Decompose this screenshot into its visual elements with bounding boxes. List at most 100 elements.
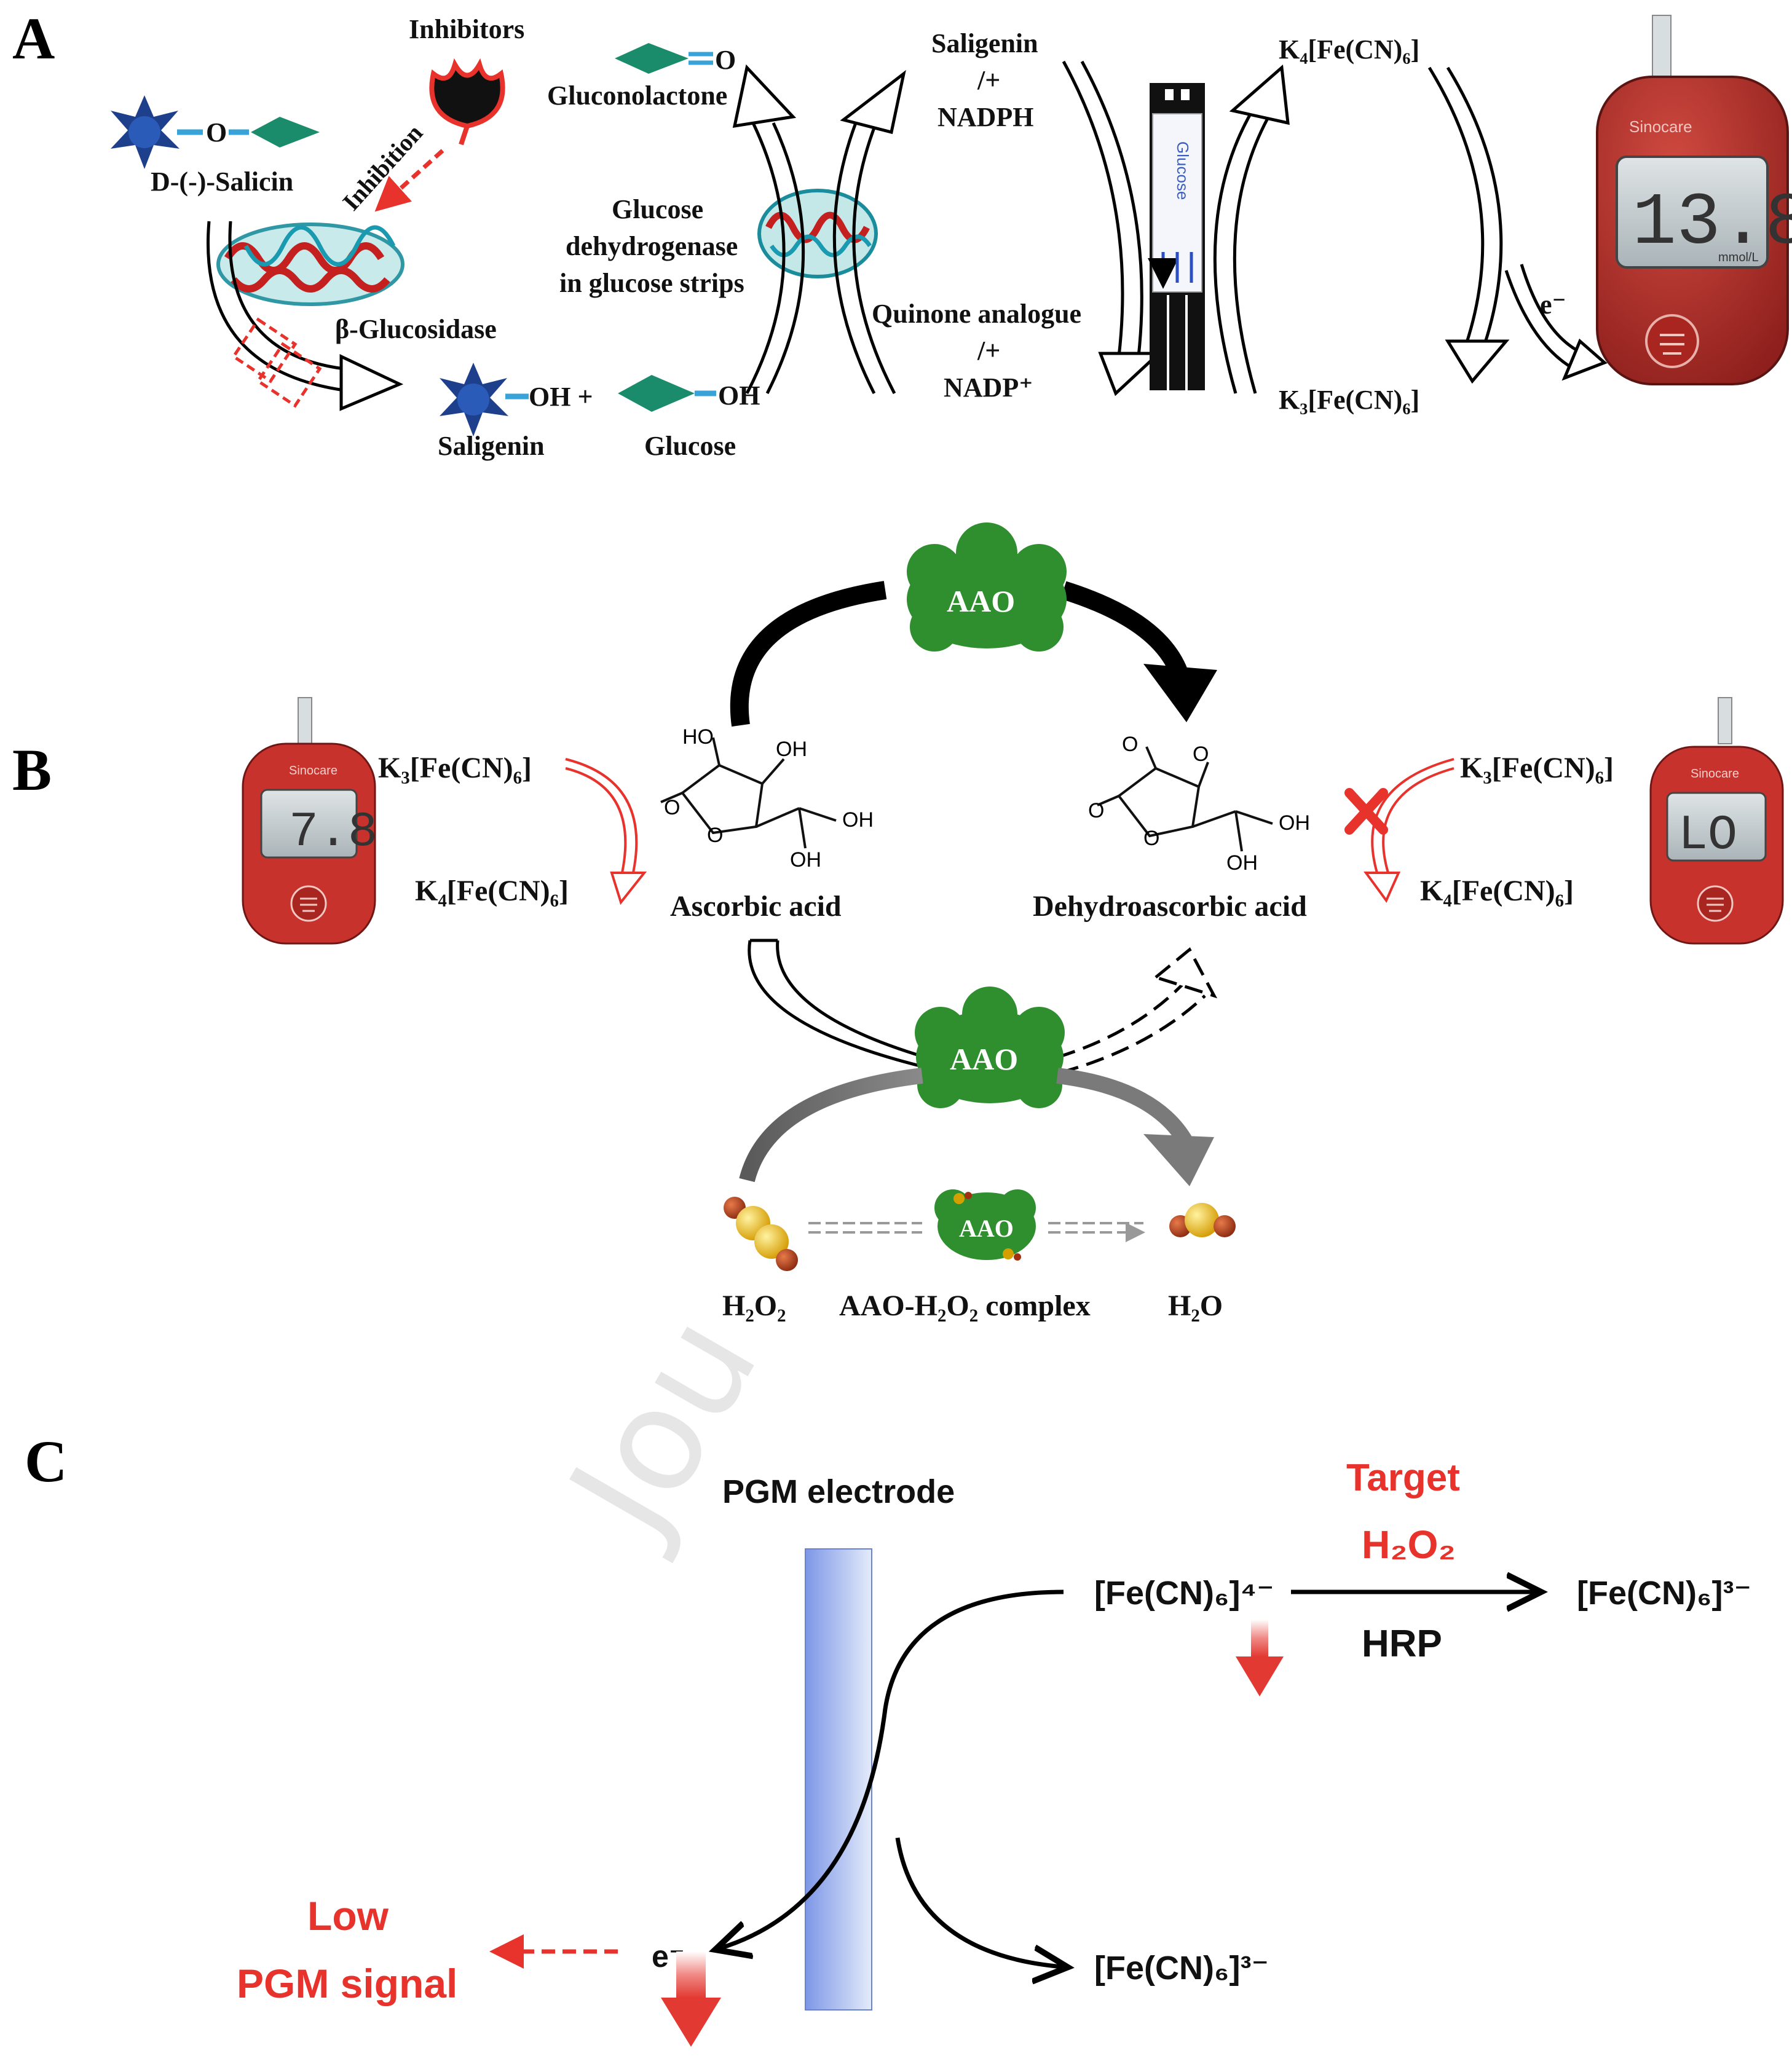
aao-to-dehydroascorbate-dashed-arrow bbox=[1057, 947, 1218, 1074]
beta-glucosidase-protein-icon bbox=[216, 223, 405, 306]
panel-label-a: A bbox=[12, 6, 55, 71]
gdh-cross-arrows bbox=[732, 64, 906, 395]
glucose-oh: OH bbox=[718, 380, 760, 411]
salicin-molecule: O bbox=[111, 95, 320, 169]
svg-text:Sinocare: Sinocare bbox=[1691, 767, 1739, 781]
h2o-label-b: H₂O bbox=[1168, 1290, 1223, 1322]
hydrolysis-arrow-outer bbox=[207, 221, 345, 392]
meter-b-left-reading: 7.8 bbox=[289, 805, 377, 861]
meter-b-right-reading: LO bbox=[1678, 808, 1737, 864]
k4-label-b-right: K₄[Fe(CN)₆] bbox=[1420, 875, 1574, 907]
watermark-text: Jou bbox=[535, 1289, 789, 1566]
fe3-bottom-label: [Fe(CN)₆]³⁻ bbox=[1094, 1950, 1269, 1987]
k3-label-a: K₃[Fe(CN)₆] bbox=[1279, 385, 1419, 415]
fe4-decrease-arrow-icon bbox=[1236, 1656, 1284, 1696]
nadph-to-nadp-arrow bbox=[1062, 60, 1163, 396]
svg-text:/+: /+ bbox=[977, 336, 1000, 366]
glucose-molecule bbox=[618, 375, 716, 412]
panel-label-b: B bbox=[12, 737, 52, 803]
hrp-label: HRP bbox=[1362, 1623, 1442, 1665]
svg-text:O: O bbox=[664, 796, 680, 819]
saligenin-oh-plus: OH + bbox=[529, 382, 593, 412]
glucose-label: Glucose bbox=[644, 431, 736, 461]
aao-h2o2-complex-icon: AAO bbox=[934, 1189, 1036, 1261]
svg-text:O: O bbox=[1143, 827, 1159, 850]
panel-a: A Inhibitors Inhibition O D-(-)-Salicin … bbox=[12, 6, 1792, 461]
k4-label-b-left: K₄[Fe(CN)₆] bbox=[415, 875, 569, 907]
svg-text:OH: OH bbox=[1279, 811, 1310, 835]
salicin-label: D-(-)-Salicin bbox=[151, 167, 293, 197]
inhibitors-label: Inhibitors bbox=[409, 14, 524, 44]
fe3-product-arrow bbox=[895, 1837, 1064, 1967]
hydrolysis-arrow-inner bbox=[228, 221, 345, 371]
aao-oxidation-arc bbox=[730, 581, 1190, 727]
svg-text:O: O bbox=[707, 824, 723, 847]
complex-label: AAO-H₂O₂ complex bbox=[839, 1290, 1091, 1322]
svg-text:HO: HO bbox=[682, 725, 714, 749]
nadph-label: NADPH bbox=[937, 102, 1033, 132]
pgm-electrode-label: PGM electrode bbox=[722, 1473, 955, 1510]
svg-text:Sinocare: Sinocare bbox=[1629, 117, 1692, 136]
h2o-molecule-icon bbox=[1169, 1203, 1236, 1237]
electron-path-arrow bbox=[719, 1589, 1064, 1948]
aao-oxidation-arrowhead bbox=[1143, 664, 1217, 722]
ascorbate-to-aao-arrow bbox=[748, 939, 926, 1068]
h2o2-gray-arrowhead bbox=[1143, 1134, 1214, 1186]
svg-text:OH: OH bbox=[1226, 851, 1258, 875]
panel-b: B AAO HO OH O O OH OH Ascorbic ac bbox=[12, 522, 1784, 1322]
svg-text:OH: OH bbox=[842, 808, 874, 832]
svg-text:O: O bbox=[1088, 799, 1104, 822]
svg-text:O: O bbox=[206, 117, 227, 148]
h2o2-gray-arc-right bbox=[1056, 1068, 1194, 1148]
svg-text:AAO: AAO bbox=[959, 1215, 1014, 1242]
svg-text:AAO: AAO bbox=[950, 1042, 1018, 1076]
gdh-line-3: in glucose strips bbox=[559, 268, 744, 298]
k4-label-a: K₄[Fe(CN)₆] bbox=[1279, 34, 1419, 65]
right-blocked-arrow bbox=[1364, 758, 1455, 903]
pgm-electrode-bar bbox=[805, 1548, 872, 2011]
nadp-label: NADP⁺ bbox=[944, 372, 1033, 403]
h2o2-gray-arc-left bbox=[739, 1068, 923, 1183]
svg-text:Glucose: Glucose bbox=[1174, 141, 1192, 200]
ferricyanide-cycle-arrows bbox=[1213, 64, 1510, 394]
svg-text:Sinocare: Sinocare bbox=[289, 764, 337, 778]
quinone-label: Quinone analogue bbox=[872, 299, 1081, 329]
dehydroascorbic-acid-structure bbox=[1097, 746, 1273, 852]
gdh-line-1: Glucose bbox=[612, 194, 703, 224]
saligenin-label: Saligenin bbox=[438, 431, 545, 461]
hydrolysis-arrowhead bbox=[339, 354, 404, 411]
svg-text:OH: OH bbox=[776, 738, 807, 761]
h2o2-label-b: H₂O₂ bbox=[722, 1290, 786, 1322]
gdh-protein-icon bbox=[757, 189, 878, 278]
k3-label-b-right: K₃[Fe(CN)₆] bbox=[1460, 752, 1614, 784]
gluconolactone-label: Gluconolactone bbox=[547, 81, 727, 111]
meter-a-reading: 13.8 bbox=[1632, 182, 1792, 266]
inhibition-label: Inhibition bbox=[337, 119, 428, 216]
signal-decrease-arrow-icon bbox=[661, 1998, 721, 2047]
inhibition-arrow bbox=[374, 149, 444, 212]
panel-label-c: C bbox=[25, 1428, 67, 1494]
dehydroascorbic-acid-label: Dehydroascorbic acid bbox=[1033, 890, 1307, 923]
glucose-meter-b-right: Sinocare LO bbox=[1649, 697, 1784, 945]
fe3-top-label: [Fe(CN)₆]³⁻ bbox=[1577, 1575, 1751, 1612]
svg-text:mmol/L: mmol/L bbox=[1718, 251, 1759, 264]
svg-text:O: O bbox=[715, 45, 736, 75]
left-reduction-arrow bbox=[565, 758, 647, 905]
fe4-decrease-bar bbox=[1251, 1620, 1268, 1656]
svg-text:/+: /+ bbox=[977, 65, 1000, 95]
pgm-signal-label: PGM signal bbox=[237, 1961, 457, 2006]
gdh-line-2: dehydrogenase bbox=[566, 231, 738, 261]
saligenin-top-label: Saligenin bbox=[931, 28, 1038, 58]
electron-transfer-arrow bbox=[1504, 264, 1608, 381]
signal-decrease-bar bbox=[676, 1952, 706, 1998]
glucose-meter-b-left: Sinocare 7.8 bbox=[242, 697, 377, 945]
inhibitor-flower-icon bbox=[429, 58, 505, 146]
gluconolactone-molecule bbox=[615, 43, 713, 74]
glucose-meter-a: Sinocare 13.8 mmol/L bbox=[1596, 15, 1792, 385]
blocked-cross-icon bbox=[1344, 788, 1388, 835]
svg-text:O: O bbox=[1122, 733, 1138, 756]
saligenin-molecule bbox=[440, 363, 529, 436]
ascorbic-acid-label: Ascorbic acid bbox=[670, 890, 842, 923]
